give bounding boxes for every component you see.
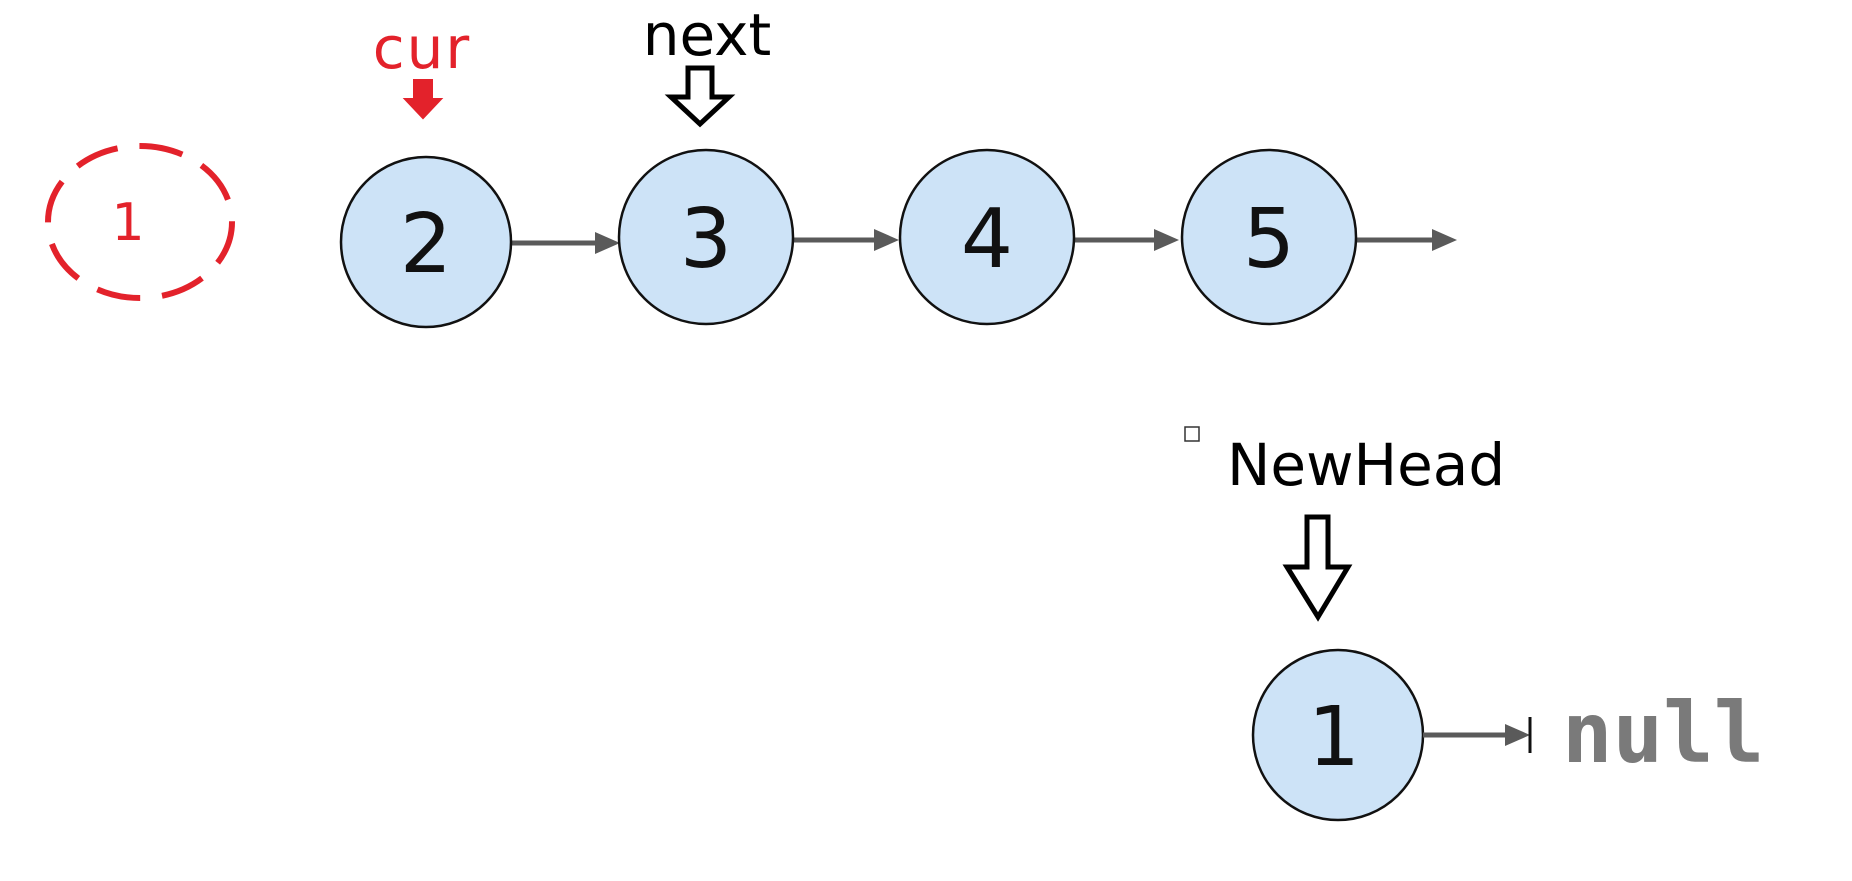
- next-pointer: next: [643, 1, 772, 128]
- list-node-5-label: 5: [1243, 192, 1295, 287]
- list-node-4: 4: [898, 148, 1076, 326]
- list-node-4-label: 4: [961, 192, 1013, 287]
- new-list: 1 null: [1251, 648, 1764, 822]
- removed-node-dashed-outline: [45, 143, 235, 301]
- removed-node-label: 1: [111, 193, 144, 253]
- list-node-3-circle: [617, 148, 795, 326]
- newhead-down-arrow-icon: [1282, 514, 1353, 622]
- null-terminator: null: [1562, 684, 1764, 782]
- edge-3-to-4: [793, 229, 899, 251]
- edge-1-to-null: [1423, 717, 1532, 753]
- edge-5-to-end: [1356, 229, 1457, 251]
- newhead-pointer: NewHead: [1184, 426, 1505, 622]
- list-node-3-label: 3: [680, 192, 732, 287]
- edge-4-to-5: [1074, 229, 1179, 251]
- list-node-4-circle: [898, 148, 1076, 326]
- list-node-2-circle: [339, 155, 513, 329]
- next-label: next: [643, 1, 772, 69]
- cur-down-arrow-icon: [402, 79, 444, 120]
- new-list-node-label: 1: [1308, 690, 1360, 785]
- newhead-label: NewHead: [1227, 431, 1505, 499]
- next-down-arrow-icon: [664, 65, 736, 128]
- edge-2-to-3: [512, 232, 620, 254]
- small-square-icon: [1184, 426, 1200, 442]
- list-node-5-circle: [1180, 148, 1358, 326]
- cur-label: cur: [373, 14, 472, 82]
- new-list-node-1: 1: [1251, 648, 1425, 822]
- removed-node: 1: [45, 143, 235, 301]
- list-edges: [512, 229, 1457, 254]
- list-node-2-label: 2: [400, 197, 452, 292]
- list-node-5: 5: [1180, 148, 1358, 326]
- cur-pointer: cur: [373, 14, 472, 120]
- list-node-3: 3: [617, 148, 795, 326]
- list-node-2: 2: [339, 155, 513, 329]
